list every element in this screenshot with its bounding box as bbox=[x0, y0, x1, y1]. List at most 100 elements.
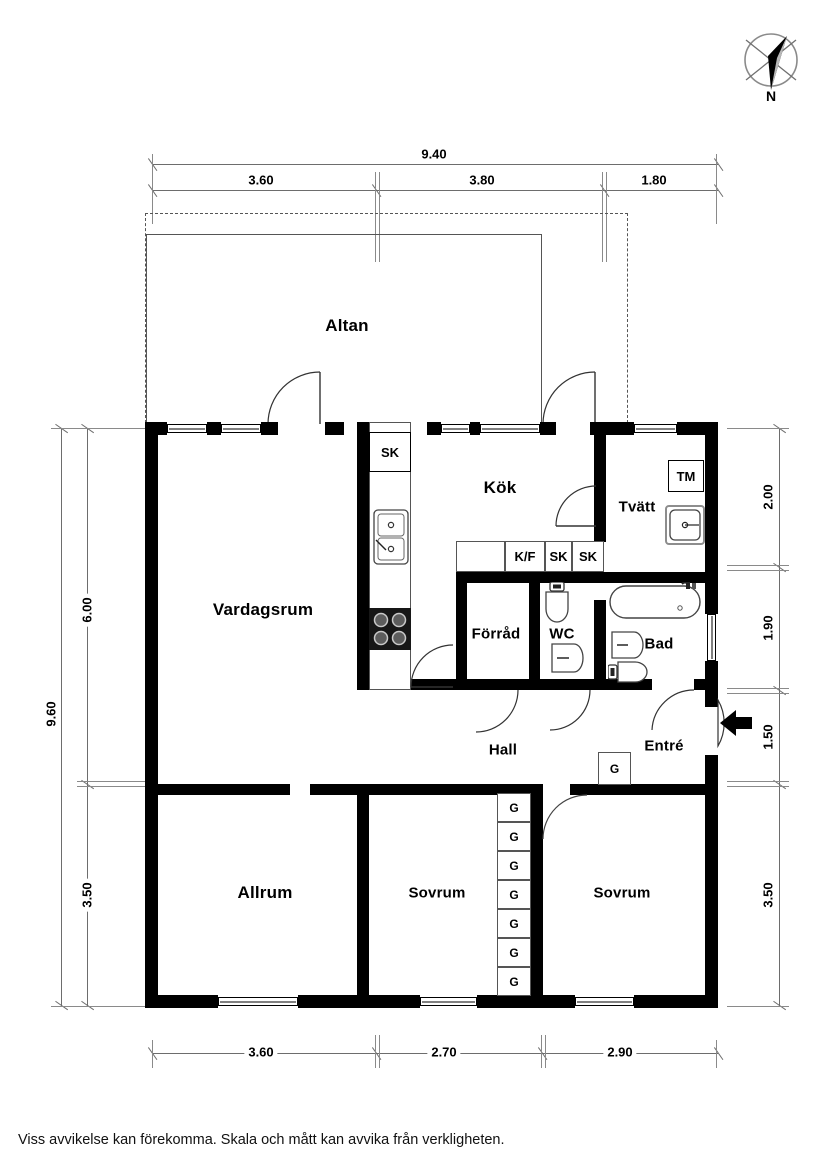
dim-top-seg-3: 1.80 bbox=[637, 172, 671, 188]
closet-g-7: G bbox=[497, 967, 531, 996]
room-label-tvatt: Tvätt bbox=[618, 498, 656, 516]
closet-label: SK bbox=[549, 549, 568, 564]
outer-wall-top bbox=[325, 422, 344, 435]
altan-edge-right bbox=[541, 234, 543, 424]
dim-top-overall: 9.40 bbox=[417, 146, 451, 162]
dim-ext bbox=[51, 1006, 151, 1007]
interior-wall-wc-bottom bbox=[529, 679, 606, 690]
bad-sink-icon bbox=[608, 628, 644, 662]
room-label-sovrum-1: Sovrum bbox=[408, 884, 466, 902]
closet-sk-counter-2: SK bbox=[572, 541, 604, 572]
room-label-sovrum-2: Sovrum bbox=[593, 884, 651, 902]
window-top-3 bbox=[441, 424, 470, 433]
dim-top-seg-line bbox=[152, 190, 718, 192]
disclaimer-caption: Viss avvikelse kan förekomma. Skala och … bbox=[18, 1132, 505, 1148]
interior-wall-tvatt-bad bbox=[606, 572, 705, 583]
window-top-1 bbox=[167, 424, 207, 433]
dim-ext bbox=[727, 693, 789, 694]
interior-wall-bad-bottom bbox=[594, 679, 652, 690]
interior-wall-vardagsrum-bottom bbox=[145, 784, 290, 795]
door-altan-right bbox=[542, 371, 597, 426]
dim-ext bbox=[602, 172, 603, 262]
closet-label: K/F bbox=[514, 549, 536, 564]
interior-wall-hall-top-left bbox=[367, 679, 467, 690]
dim-ext bbox=[541, 1035, 542, 1068]
dim-right-seg-4: 3.50 bbox=[760, 878, 776, 912]
interior-wall-hall-bottom bbox=[310, 784, 540, 795]
dim-ext bbox=[716, 1040, 717, 1068]
dim-left-overall-line bbox=[61, 428, 63, 1006]
outer-wall-bottom bbox=[477, 995, 575, 1008]
altan-edge-left bbox=[146, 234, 148, 424]
dim-left-overall: 9.60 bbox=[43, 697, 59, 731]
dim-top-seg-2: 3.80 bbox=[465, 172, 499, 188]
closet-label: G bbox=[609, 761, 620, 776]
outer-wall-top bbox=[207, 422, 221, 435]
interior-wall-vardagsrum-kok bbox=[357, 422, 369, 690]
dim-ext bbox=[727, 781, 789, 782]
interior-wall-forrad-bottom bbox=[456, 679, 540, 690]
dim-ext bbox=[727, 570, 789, 571]
interior-wall-wc-bad bbox=[594, 600, 606, 690]
dim-ext bbox=[375, 172, 376, 262]
wc-sink-icon bbox=[548, 640, 584, 676]
window-top-5 bbox=[634, 424, 677, 433]
closet-g-2: G bbox=[497, 822, 531, 851]
outer-wall-top bbox=[427, 422, 441, 435]
dim-top-seg-1: 3.60 bbox=[244, 172, 278, 188]
door-main-entrance bbox=[717, 697, 764, 752]
closet-label: G bbox=[509, 916, 519, 931]
room-label-entre: Entré bbox=[644, 737, 684, 755]
dim-right-line bbox=[779, 428, 781, 1006]
room-label-wc: WC bbox=[549, 625, 575, 643]
dim-left-seg-line bbox=[87, 428, 89, 1006]
dim-left-seg-1: 6.00 bbox=[79, 593, 95, 627]
dim-ext bbox=[375, 1035, 376, 1068]
dim-ext bbox=[51, 428, 151, 429]
kitchen-sink-icon bbox=[372, 508, 410, 566]
laundry-sink-icon bbox=[665, 505, 705, 545]
closet-g-6: G bbox=[497, 938, 531, 967]
dim-bottom-seg-3: 2.90 bbox=[603, 1044, 637, 1060]
altan-edge-top bbox=[146, 234, 542, 236]
dim-bottom-seg-1: 3.60 bbox=[244, 1044, 278, 1060]
bad-toilet-icon bbox=[608, 658, 654, 686]
dim-right-seg-1: 2.00 bbox=[760, 480, 776, 514]
dim-ext bbox=[727, 688, 789, 689]
closet-label: G bbox=[509, 858, 519, 873]
interior-wall-g-column bbox=[531, 784, 543, 1008]
dim-ext bbox=[727, 428, 789, 429]
dim-ext bbox=[727, 565, 789, 566]
compass-north-label: N bbox=[765, 88, 777, 104]
dim-ext bbox=[545, 1035, 546, 1068]
dim-ext bbox=[379, 1035, 380, 1068]
room-label-hall: Hall bbox=[488, 741, 518, 759]
outer-wall-right bbox=[705, 422, 718, 614]
dim-left-seg-2: 3.50 bbox=[79, 878, 95, 912]
door-entre-bad bbox=[651, 689, 696, 732]
dim-ext bbox=[152, 154, 153, 224]
closet-kf: K/F bbox=[505, 541, 545, 572]
closet-g-entre: G bbox=[598, 752, 631, 785]
interior-wall-forrad-right bbox=[529, 572, 540, 690]
dim-ext bbox=[716, 154, 717, 224]
appliance-tm: TM bbox=[668, 460, 704, 492]
interior-wall-kok-tvatt bbox=[594, 422, 606, 542]
outer-wall-top bbox=[540, 422, 556, 435]
interior-wall-entre-top bbox=[694, 679, 718, 690]
closet-g-3: G bbox=[497, 851, 531, 880]
room-label-allrum: Allrum bbox=[237, 883, 293, 902]
bathtub-icon bbox=[608, 582, 702, 622]
dim-ext bbox=[606, 172, 607, 262]
closet-label: G bbox=[509, 800, 519, 815]
window-bottom-2 bbox=[420, 997, 477, 1006]
dim-top-overall-line bbox=[152, 164, 718, 166]
room-label-kok: Kök bbox=[483, 478, 517, 497]
dim-ext bbox=[152, 1040, 153, 1068]
door-altan-left bbox=[267, 371, 322, 426]
closet-label: SK bbox=[578, 549, 598, 564]
outer-wall-top bbox=[470, 422, 480, 435]
door-sovrum2 bbox=[542, 794, 589, 841]
kitchen-counter-plain bbox=[456, 541, 505, 572]
